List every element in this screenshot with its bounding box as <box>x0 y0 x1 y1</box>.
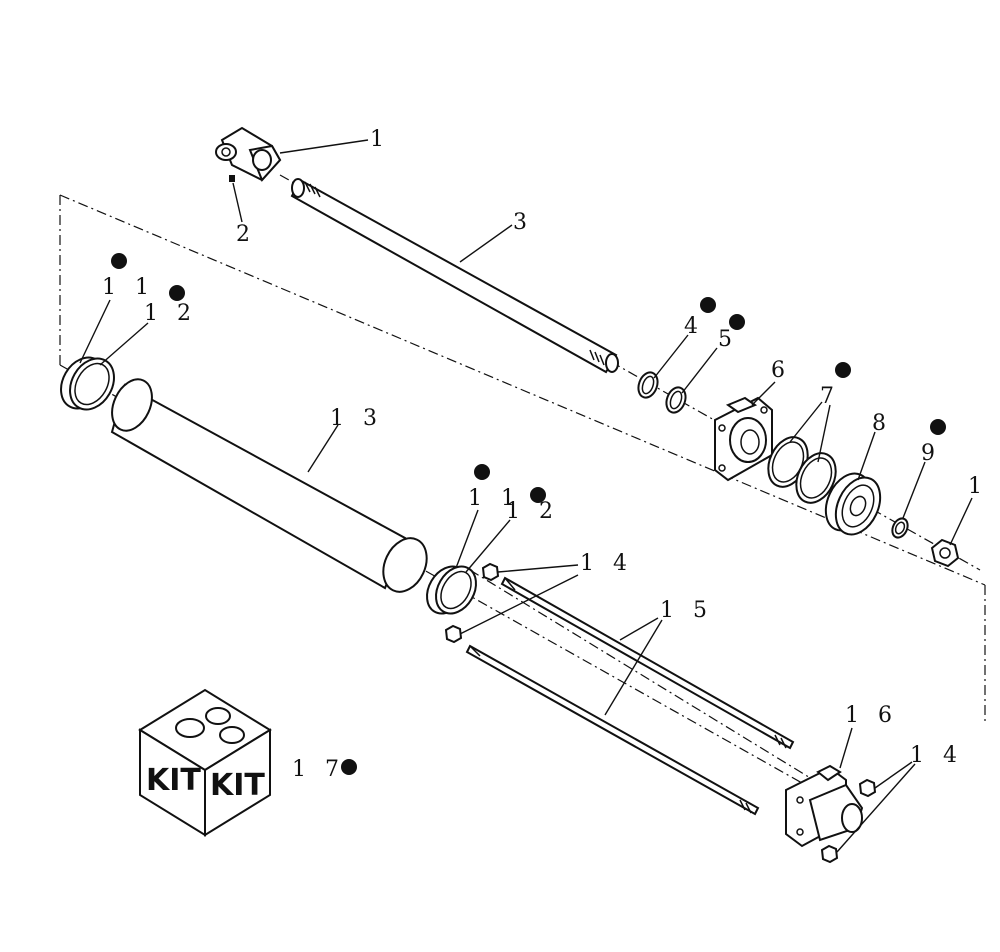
seal-ring-5 <box>665 386 687 414</box>
callout-12-right: 1 2 <box>506 499 559 524</box>
leader-lines <box>79 139 973 853</box>
callout-5: 5 <box>718 327 738 352</box>
kit-marker-dot <box>341 759 357 775</box>
kit-marker-dot <box>169 285 185 301</box>
callout-3: 3 <box>513 210 533 235</box>
hex-nut <box>930 538 960 568</box>
callout-15: 1 5 <box>660 598 713 623</box>
callout-14-upper: 1 4 <box>580 551 633 576</box>
small-ring <box>891 517 909 539</box>
kit-marker-dot <box>474 464 490 480</box>
kit-marker-dot <box>700 297 716 313</box>
kit-marker-dots <box>111 253 946 775</box>
kit-marker-dot <box>729 314 745 330</box>
o-ring-pair <box>767 436 837 504</box>
callout-10: 1 0 <box>968 474 1000 499</box>
callout-11-left: 1 1 <box>102 275 155 300</box>
tie-rod-nuts <box>444 562 877 864</box>
assembly-boundary <box>59 194 986 725</box>
kit-marker-dot <box>930 419 946 435</box>
pin <box>229 175 235 182</box>
clevis <box>215 126 282 182</box>
callout-labels: 1 2 3 4 5 6 7 8 9 1 0 1 1 1 2 1 1 1 2 1 … <box>102 127 1000 782</box>
callout-8: 8 <box>872 411 892 436</box>
callout-17: 1 7 <box>292 757 345 782</box>
kit-marker-dot <box>530 487 546 503</box>
tie-rods <box>465 576 795 816</box>
callout-4: 4 <box>684 314 704 339</box>
kit-left-label: KIT <box>146 763 201 798</box>
callout-1: 1 <box>370 127 390 152</box>
kit-right-label: KIT <box>210 768 265 803</box>
kit-marker-dot <box>111 253 127 269</box>
callout-13: 1 3 <box>330 406 383 431</box>
repair-kit-box: KIT KIT <box>138 688 272 837</box>
piston-rod <box>290 178 619 374</box>
backup-rings-right <box>426 565 477 615</box>
callout-14-lower: 1 4 <box>910 743 963 768</box>
end-cap <box>785 764 864 848</box>
kit-marker-dot <box>835 362 851 378</box>
gland <box>714 396 773 482</box>
piston <box>824 472 882 536</box>
callout-11-right: 1 1 <box>468 486 521 511</box>
backup-rings-left <box>60 356 115 411</box>
callout-16: 1 6 <box>845 703 898 728</box>
callout-2: 2 <box>236 222 256 247</box>
callout-9: 9 <box>921 441 941 466</box>
callout-12-left: 1 2 <box>144 301 197 326</box>
cylinder-barrel <box>110 378 428 593</box>
callout-6: 6 <box>771 358 791 383</box>
seal-ring-4 <box>637 371 659 399</box>
callout-7: 7 <box>820 384 840 409</box>
